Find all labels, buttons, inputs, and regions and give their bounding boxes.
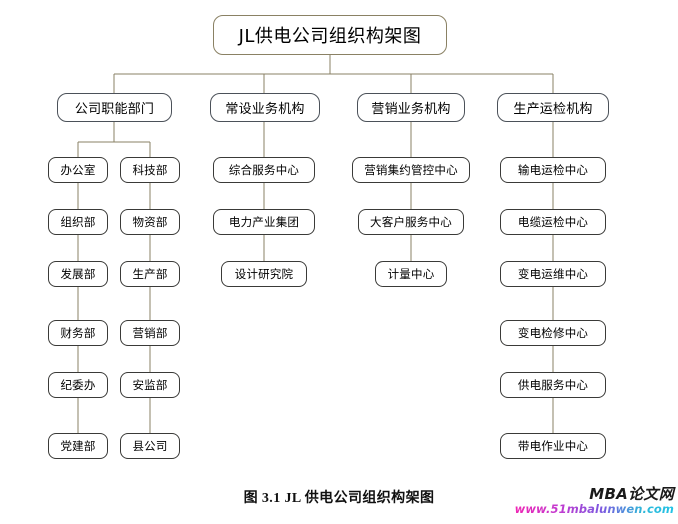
node-label: 营销集约管控中心 [364, 163, 458, 177]
node-group-1[interactable]: 公司职能部门 [57, 93, 172, 122]
node-group-1-label: 公司职能部门 [74, 102, 155, 117]
watermark-url: www.51mbalunwen.com [514, 501, 674, 516]
node-label: 综合服务中心 [228, 163, 300, 177]
node-label: 党建部 [60, 439, 96, 453]
node-label: 安监部 [132, 378, 168, 392]
node-label: 带电作业中心 [517, 439, 589, 453]
node-label: 营销部 [132, 326, 168, 340]
node-label: 输电运检中心 [517, 163, 589, 177]
node-g2-2[interactable]: 设计研究院 [221, 261, 307, 287]
node-g4-2[interactable]: 变电运维中心 [500, 261, 606, 287]
node-group-3-label: 营销业务机构 [371, 102, 451, 117]
node-g1b-4[interactable]: 安监部 [120, 372, 180, 398]
node-g1b-3[interactable]: 营销部 [120, 320, 180, 346]
node-group-3[interactable]: 营销业务机构 [357, 93, 465, 122]
node-label: 县公司 [132, 439, 168, 453]
node-group-2-label: 常设业务机构 [225, 102, 305, 117]
node-group-4[interactable]: 生产运检机构 [497, 93, 609, 122]
node-label: 办公室 [60, 163, 96, 177]
node-label: 生产部 [132, 267, 168, 281]
watermark-title: MBA论文网 [589, 485, 674, 503]
node-g1b-0[interactable]: 科技部 [120, 157, 180, 183]
node-g1a-4[interactable]: 纪委办 [48, 372, 108, 398]
node-label: 计量中心 [387, 267, 435, 281]
node-label: 物资部 [132, 215, 168, 229]
node-label: 科技部 [132, 163, 168, 177]
node-label: 财务部 [60, 326, 96, 340]
node-label: 变电检修中心 [517, 326, 589, 340]
node-label: 发展部 [60, 267, 96, 281]
node-label: 变电运维中心 [517, 267, 589, 281]
node-g1b-2[interactable]: 生产部 [120, 261, 180, 287]
node-label: 电力产业集团 [228, 215, 300, 229]
node-g1b-1[interactable]: 物资部 [120, 209, 180, 235]
node-label: 供电服务中心 [517, 378, 589, 392]
node-g4-3[interactable]: 变电检修中心 [500, 320, 606, 346]
node-label: 大客户服务中心 [370, 215, 452, 229]
node-group-2[interactable]: 常设业务机构 [210, 93, 320, 122]
node-g4-5[interactable]: 带电作业中心 [500, 433, 606, 459]
node-g3-1[interactable]: 大客户服务中心 [358, 209, 464, 235]
node-g1a-5[interactable]: 党建部 [48, 433, 108, 459]
node-g1a-1[interactable]: 组织部 [48, 209, 108, 235]
node-g1a-3[interactable]: 财务部 [48, 320, 108, 346]
node-g4-0[interactable]: 输电运检中心 [500, 157, 606, 183]
node-g1a-0[interactable]: 办公室 [48, 157, 108, 183]
figure-caption: 图 3.1 JL 供电公司组织构架图 [243, 491, 435, 506]
node-label: 电缆运检中心 [517, 215, 589, 229]
node-g1a-2[interactable]: 发展部 [48, 261, 108, 287]
node-g3-0[interactable]: 营销集约管控中心 [352, 157, 470, 183]
node-g1b-5[interactable]: 县公司 [120, 433, 180, 459]
node-g4-1[interactable]: 电缆运检中心 [500, 209, 606, 235]
node-label: 组织部 [60, 215, 96, 229]
node-g2-1[interactable]: 电力产业集团 [213, 209, 315, 235]
node-root-label: JL供电公司组织构架图 [238, 26, 422, 47]
watermark: MBA论文网 www.51mbalunwen.com [514, 485, 674, 516]
node-label: 纪委办 [60, 378, 96, 392]
node-label: 设计研究院 [234, 267, 294, 281]
node-g2-0[interactable]: 综合服务中心 [213, 157, 315, 183]
node-g3-2[interactable]: 计量中心 [375, 261, 447, 287]
node-root[interactable]: JL供电公司组织构架图 [213, 15, 447, 55]
node-g4-4[interactable]: 供电服务中心 [500, 372, 606, 398]
node-group-4-label: 生产运检机构 [513, 102, 593, 117]
